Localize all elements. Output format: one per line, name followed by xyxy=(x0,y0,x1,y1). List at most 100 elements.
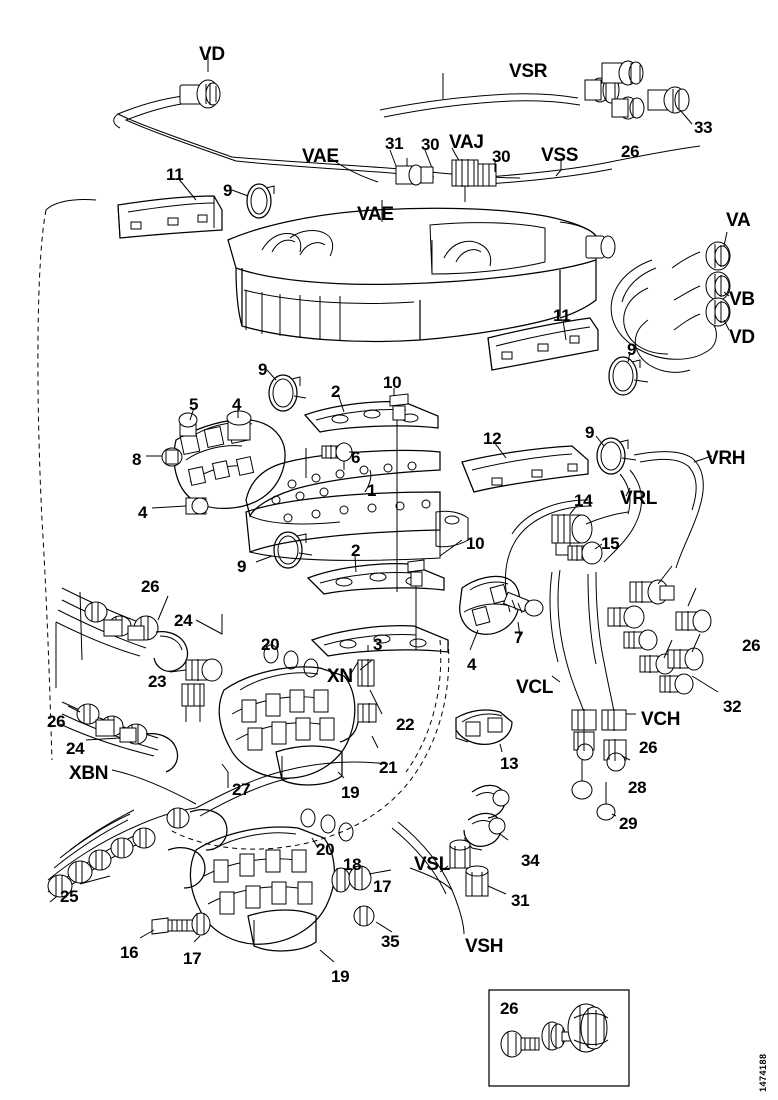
bracket-11-right xyxy=(487,317,599,371)
code-label-vd-right: VD xyxy=(729,327,755,348)
bracket-2-upper xyxy=(303,393,439,433)
part-number-21: 21 xyxy=(379,758,398,777)
elbow-34 xyxy=(463,812,509,851)
reference-code: 1474188 xyxy=(758,1053,768,1092)
clamp-9-mid-upper xyxy=(266,369,307,412)
hose-bundle-va-vb-vd xyxy=(610,259,717,373)
part-number-8a: 8 xyxy=(132,450,142,469)
code-label-vd-top: VD xyxy=(199,44,225,65)
part-number-30b: 30 xyxy=(492,147,511,166)
code-label-vch: VCH xyxy=(641,709,681,730)
part-number-24b: 24 xyxy=(66,739,85,758)
part-number-5: 5 xyxy=(189,395,199,414)
code-label-vsr: VSR xyxy=(509,61,548,82)
injector-bank-upper-left xyxy=(55,587,223,688)
connector-vsl xyxy=(439,839,471,873)
part-number-34: 34 xyxy=(521,851,540,870)
connector-vcl-end xyxy=(571,709,597,800)
part-number-19b: 19 xyxy=(331,967,350,986)
injector-bank-lower-left xyxy=(59,701,179,773)
part-number-29: 29 xyxy=(619,814,638,833)
hose-left-long-top xyxy=(45,199,97,211)
connector-vd-right xyxy=(673,297,731,331)
code-label-vaj: VAJ xyxy=(449,132,484,153)
hose-center-sweep xyxy=(169,639,450,850)
part-number-31a: 31 xyxy=(385,134,404,153)
part-number-27: 27 xyxy=(232,780,251,799)
part-number-11a: 11 xyxy=(166,165,184,184)
part-number-30a: 30 xyxy=(421,135,440,154)
part-number-9e: 9 xyxy=(237,557,247,576)
part-number-2b: 2 xyxy=(351,541,361,560)
code-label-vae-2: VAE xyxy=(357,204,394,225)
part-number-19a: 19 xyxy=(341,783,360,802)
part-number-7: 7 xyxy=(514,628,524,647)
code-label-vb: VB xyxy=(729,289,755,310)
part-number-17b: 17 xyxy=(183,949,202,968)
part-number-28: 28 xyxy=(628,778,647,797)
code-label-xn: XN xyxy=(327,666,353,687)
hose-vcl-vch xyxy=(549,569,636,715)
code-label-va: VA xyxy=(726,210,751,231)
hose-vsl-vsh xyxy=(391,821,465,935)
part-number-26b: 26 xyxy=(141,577,160,596)
code-label-vrh: VRH xyxy=(706,448,746,469)
part-number-23: 23 xyxy=(148,672,167,691)
code-label-vae-1: VAE xyxy=(302,146,339,167)
rail-plate-1 xyxy=(245,444,441,561)
part-number-10a: 10 xyxy=(383,373,402,392)
part-number-33: 33 xyxy=(694,118,713,137)
part-number-14: 14 xyxy=(574,491,593,510)
connector-vb xyxy=(673,271,731,301)
leader-xn xyxy=(359,659,373,671)
part-number-4c: 4 xyxy=(467,655,477,674)
part-number-2a: 2 xyxy=(331,382,341,401)
xbn-bundle xyxy=(47,769,228,903)
connector-vch-end xyxy=(596,709,631,821)
part-number-17a: 17 xyxy=(373,877,392,896)
bracket-2-lower xyxy=(306,555,445,595)
part-number-26d: 26 xyxy=(47,712,66,731)
part-number-9c: 9 xyxy=(258,360,268,379)
pump-block-lower xyxy=(79,808,393,963)
part-number-3: 3 xyxy=(373,635,383,654)
connector-vd-top xyxy=(179,55,221,109)
bracket-3 xyxy=(310,625,449,676)
part-number-12: 12 xyxy=(483,429,502,448)
bolt-15 xyxy=(567,541,603,565)
clamp-9-mid-lower xyxy=(255,531,313,569)
code-label-xbn: XBN xyxy=(69,763,109,784)
part-number-22: 22 xyxy=(396,715,415,734)
part-number-16: 16 xyxy=(120,943,139,962)
bracket-12 xyxy=(461,441,589,493)
clamp-9-upper-left xyxy=(231,183,275,219)
connector-cluster-upper-right xyxy=(584,60,693,125)
connector-vaj xyxy=(389,147,497,202)
hose-vrh-vrl xyxy=(504,451,713,613)
part-number-11b: 11 xyxy=(553,306,571,325)
part-number-20b: 20 xyxy=(316,840,335,859)
part-number-20a: 20 xyxy=(261,635,280,654)
inset-box xyxy=(488,989,630,1087)
part-number-4b: 4 xyxy=(138,503,148,522)
part-number-25: 25 xyxy=(60,887,79,906)
bolt-10-lower xyxy=(407,510,469,650)
elbow-upper-vsl xyxy=(471,784,510,819)
part-number-26e: 26 xyxy=(639,738,658,757)
part-number-15: 15 xyxy=(601,534,620,553)
part-number-24a: 24 xyxy=(174,611,193,630)
part-number-9a: 9 xyxy=(223,181,233,200)
part-13 xyxy=(455,709,513,753)
part-number-1: 1 xyxy=(367,481,377,500)
bolt-10-upper xyxy=(389,388,409,592)
inset-part-number-26: 26 xyxy=(500,999,519,1018)
component-valve-block-left xyxy=(146,407,286,515)
part-number-13: 13 xyxy=(500,754,519,773)
clamp-9-vrl xyxy=(595,435,637,475)
part-number-18: 18 xyxy=(343,855,362,874)
part-number-31b: 31 xyxy=(511,891,530,910)
pump-block-upper xyxy=(169,644,383,788)
part-number-4a: 4 xyxy=(232,395,242,414)
